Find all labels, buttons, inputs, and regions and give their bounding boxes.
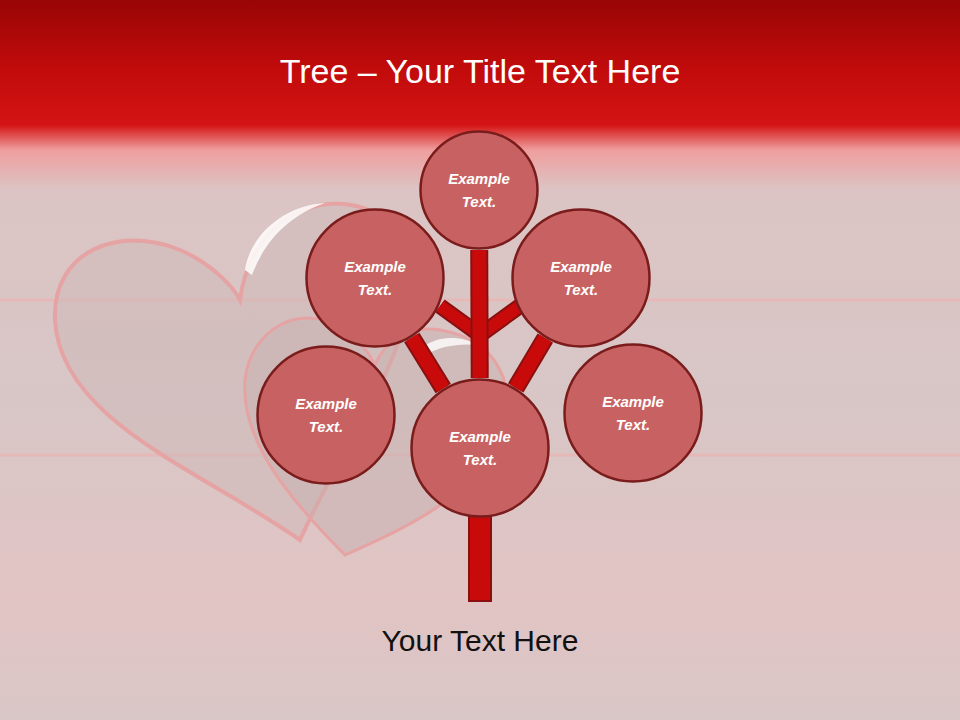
circle-outline	[563, 343, 703, 483]
circle-shape	[421, 132, 538, 249]
circle-outline	[419, 130, 539, 250]
slide-caption: Your Text Here	[0, 624, 960, 658]
circle-node: Example Text.	[305, 208, 445, 348]
circle-node: Example Text.	[256, 345, 396, 485]
circle-outline	[410, 378, 550, 518]
circle-shape	[565, 345, 702, 482]
circle-outline	[511, 208, 651, 348]
node-text: Example Text.	[541, 255, 621, 301]
node-text: Example Text.	[439, 167, 519, 213]
branch-fill	[516, 338, 545, 388]
tree-branch	[516, 338, 545, 388]
branch-fill	[412, 338, 443, 389]
branch-outline	[516, 338, 545, 388]
node-text: Example Text.	[440, 425, 520, 471]
circle-shape	[513, 210, 650, 347]
branch-outline	[412, 338, 443, 389]
tree-branch	[479, 250, 480, 378]
circle-outline	[256, 345, 396, 485]
branch-fill	[472, 250, 486, 378]
node-text: Example Text.	[593, 390, 673, 436]
circle-shape	[307, 210, 444, 347]
circle-node: Example Text.	[419, 130, 539, 250]
circle-node: Example Text.	[410, 378, 550, 518]
node-text: Example Text.	[286, 392, 366, 438]
circle-node: Example Text.	[563, 343, 703, 483]
slide-title: Tree – Your Title Text Here	[0, 52, 960, 91]
tree-branch	[412, 338, 443, 389]
node-text: Example Text.	[335, 255, 415, 301]
circle-node: Example Text.	[511, 208, 651, 348]
circle-shape	[412, 380, 549, 517]
circle-outline	[305, 208, 445, 348]
circle-shape	[258, 347, 395, 484]
branch-outline	[470, 250, 488, 378]
